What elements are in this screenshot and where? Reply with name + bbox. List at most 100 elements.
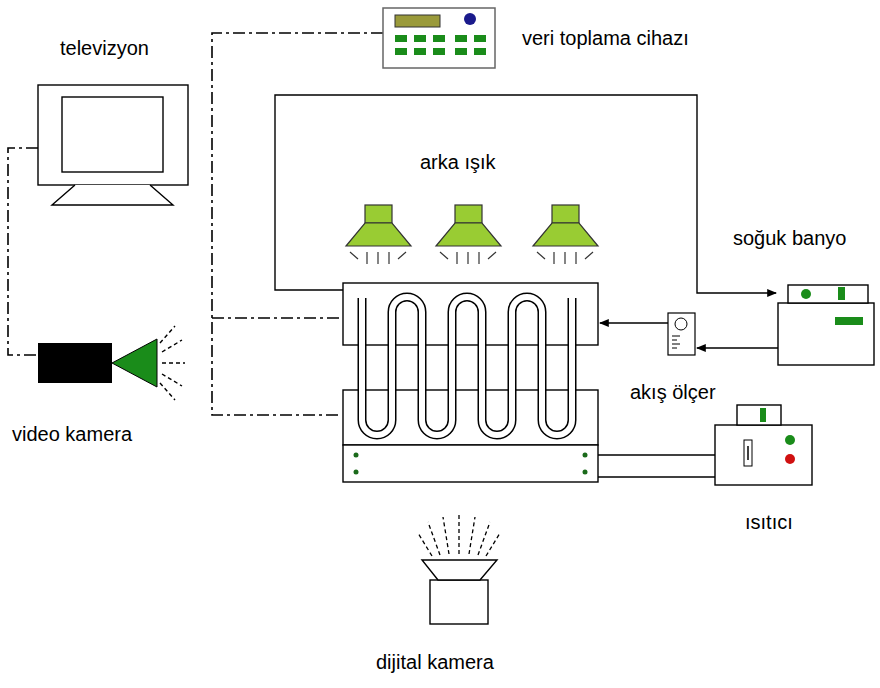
heater-lamp — [785, 435, 795, 445]
button — [433, 35, 445, 42]
heater-cable — [598, 454, 715, 455]
ray — [585, 252, 593, 259]
button — [455, 48, 467, 55]
bath-switch — [838, 287, 845, 300]
button — [455, 35, 467, 42]
heater-cable — [598, 476, 715, 477]
meter-float — [675, 318, 687, 330]
tick — [672, 344, 680, 345]
ray — [458, 515, 459, 554]
dot — [354, 470, 359, 475]
digital-camera-icon — [418, 515, 500, 624]
ray — [478, 522, 490, 555]
tv-stand — [52, 185, 173, 205]
ray — [478, 252, 479, 264]
part-label: dijital kamera — [376, 650, 494, 674]
logger-wire — [212, 33, 383, 415]
meter-scale — [672, 336, 680, 348]
button — [474, 48, 486, 55]
logger-wire-branch — [212, 317, 342, 319]
logger-case — [383, 8, 495, 68]
tv-camera-wire — [8, 148, 38, 355]
camera-body — [38, 343, 112, 383]
ray — [388, 252, 389, 264]
ray — [162, 362, 185, 363]
button — [414, 48, 426, 55]
button — [395, 48, 407, 55]
part-label: soğuk banyo — [733, 226, 846, 250]
signal-wires — [8, 33, 383, 415]
flow-meter-icon — [668, 313, 695, 355]
return-pipe — [275, 95, 776, 293]
lamp-top — [455, 205, 482, 223]
lamp — [436, 205, 501, 264]
ray — [469, 517, 475, 554]
ray — [575, 252, 576, 264]
ray — [564, 252, 565, 264]
camera-rays — [160, 326, 185, 400]
ray — [162, 340, 182, 352]
lamp — [533, 205, 598, 264]
part-label: akış ölçer — [630, 380, 716, 404]
part-label: televizyon — [60, 36, 149, 60]
tick — [672, 348, 677, 349]
heater-top — [737, 405, 781, 425]
lamp-shade — [436, 223, 501, 246]
cold-bath-icon — [778, 285, 874, 365]
lamp-shade — [346, 223, 411, 246]
heater-switch — [760, 408, 766, 422]
part-label: veri toplama cihazı — [522, 26, 689, 50]
heater-body — [715, 425, 812, 485]
back-lights — [346, 205, 598, 264]
heater-icon — [598, 405, 812, 485]
data-logger-icon — [383, 8, 495, 68]
dcam-body — [430, 580, 488, 624]
button — [395, 35, 407, 42]
ray — [488, 252, 496, 259]
tv-screen — [62, 97, 163, 172]
heater-slider — [747, 446, 749, 460]
heater-lamp — [785, 454, 795, 464]
heater-slot — [744, 440, 752, 466]
ray — [537, 252, 545, 259]
lamp-top — [365, 205, 392, 223]
dcam-lens — [422, 560, 497, 580]
logger-display — [395, 15, 440, 27]
dot — [583, 470, 588, 475]
ray — [366, 252, 367, 264]
ray — [398, 252, 406, 259]
supply-pipe — [697, 347, 778, 348]
video-camera-icon — [38, 326, 185, 400]
upper-block — [343, 283, 598, 345]
ray — [553, 252, 554, 264]
bath-lamp — [801, 289, 811, 299]
test-section — [343, 283, 598, 482]
ray — [162, 374, 182, 386]
tick — [672, 336, 680, 337]
ray — [440, 252, 448, 259]
logger-buttons — [395, 35, 486, 55]
part-label: arka ışık — [420, 150, 496, 174]
bath-top — [788, 285, 868, 303]
tv-frame — [38, 85, 188, 185]
part-label: ısıtıcı — [745, 510, 793, 534]
button — [474, 35, 486, 42]
dot — [354, 453, 359, 458]
base-dots — [354, 453, 588, 475]
base-block — [343, 445, 598, 482]
lamp-top — [552, 205, 579, 223]
button — [433, 48, 445, 55]
ray — [456, 252, 457, 264]
camera-lens — [112, 339, 157, 387]
ray — [160, 383, 175, 400]
logger-knob — [464, 13, 476, 25]
dcam-rays — [418, 515, 500, 556]
inlet-pipe — [600, 322, 668, 323]
bath-panel — [835, 317, 863, 325]
tick — [672, 340, 677, 341]
ray — [486, 533, 500, 556]
part-label: video kamera — [12, 422, 132, 446]
